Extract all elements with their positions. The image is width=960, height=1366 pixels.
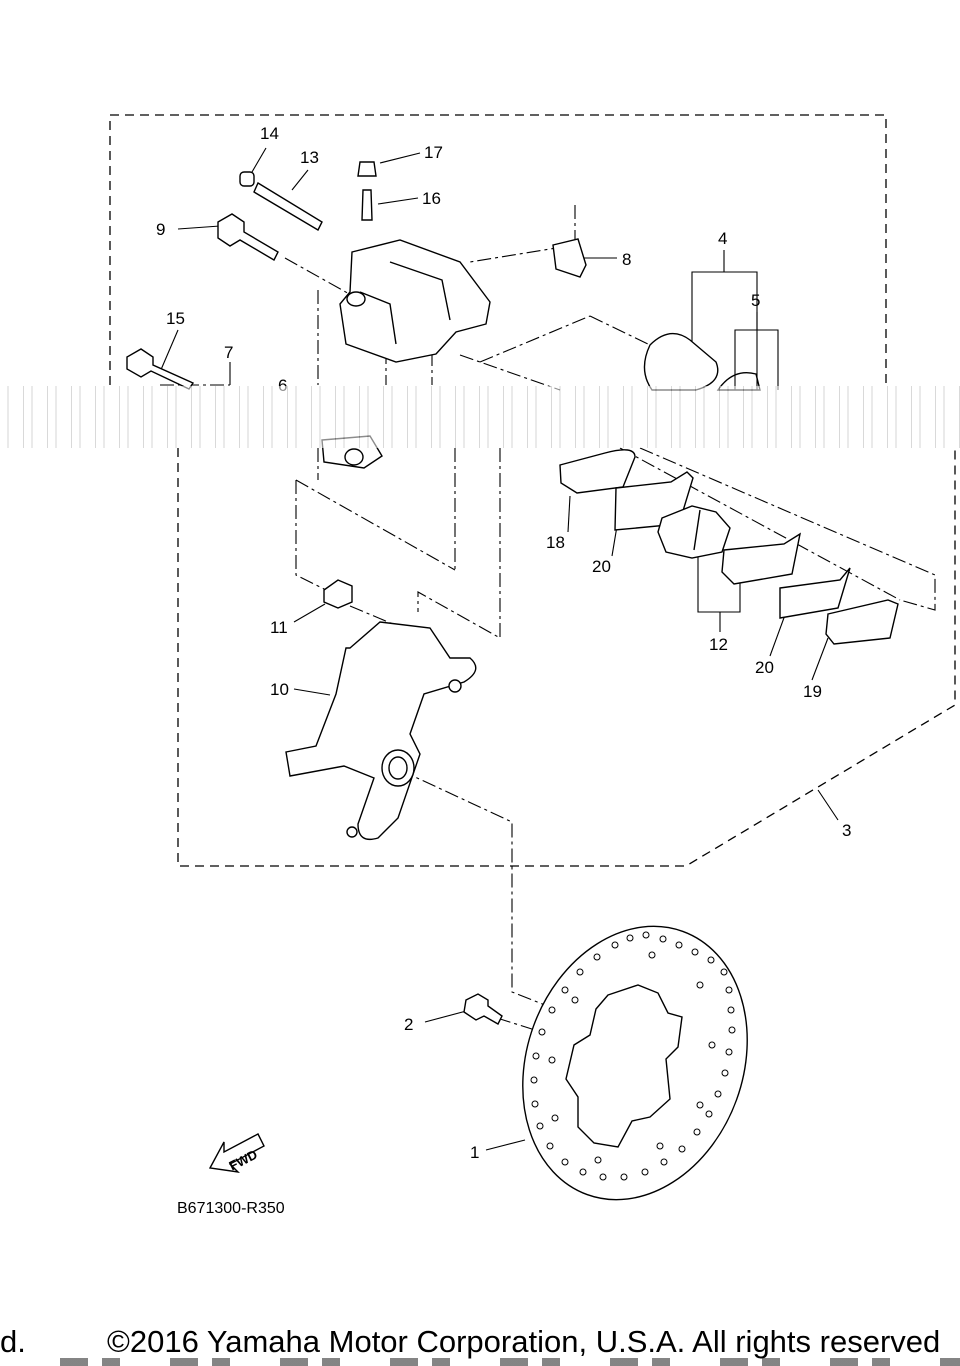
copyright-footer: d. ©2016 Yamaha Motor Corporation, U.S.A…: [0, 1318, 960, 1366]
scan-artifact-band: [0, 386, 960, 448]
callout-17: 17: [424, 143, 443, 162]
part-13-pin: [253, 181, 323, 231]
fwd-arrow-shape: [208, 1133, 265, 1173]
part-18-shim: [559, 449, 636, 494]
callout-20a: 20: [592, 557, 611, 576]
part-14-cap: [239, 171, 255, 187]
callout-19: 19: [803, 682, 822, 701]
footer-prefix: d.: [0, 1324, 26, 1359]
callout-6: 6: [278, 376, 287, 395]
part-17-cap: [357, 161, 377, 177]
callout-2: 2: [404, 1015, 413, 1034]
part-1-brake-disc: [522, 925, 748, 1201]
assembly-boundary: [109, 114, 956, 867]
callout-1: 1: [470, 1143, 479, 1162]
part-15-bolt: [126, 348, 195, 390]
callout-11: 11: [270, 618, 288, 637]
footer-copyright: ©2016 Yamaha Motor Corporation, U.S.A. A…: [107, 1324, 941, 1359]
callout-13: 13: [300, 148, 319, 167]
part-16-screw: [361, 189, 373, 221]
part-10-bracket: [285, 621, 477, 841]
part-11-boot: [323, 579, 353, 609]
part-2-bolt: [463, 993, 503, 1025]
part-8-clip: [552, 238, 587, 278]
diagram-code: B671300-R350: [177, 1200, 285, 1217]
part-9-bolt: [217, 213, 279, 261]
callout-16: 16: [422, 189, 441, 208]
callout-8: 8: [622, 250, 631, 269]
callout-4: 4: [718, 229, 727, 248]
cropped-text-row: [60, 1358, 960, 1366]
callout-10: 10: [270, 680, 289, 699]
part-12-pad: [657, 505, 731, 559]
callout-20b: 20: [755, 658, 774, 677]
callout-9: 9: [156, 220, 165, 239]
leader-lines: [159, 147, 936, 1151]
part-5-seal: [716, 372, 761, 391]
parts: [126, 161, 899, 1201]
callout-15: 15: [166, 309, 185, 328]
caliper-body: [339, 239, 491, 363]
callout-7: 7: [224, 343, 233, 362]
callout-14: 14: [260, 124, 279, 143]
callouts: 1 2 3 4 5 6 7 8 9 10 11 12 13 14 15 16 1…: [156, 124, 851, 1217]
part-4-piston: [643, 332, 719, 391]
part-20b-shim: [779, 567, 851, 619]
callout-12: 12: [709, 635, 728, 654]
callout-5: 5: [751, 291, 760, 310]
callout-3: 3: [842, 821, 851, 840]
part-19-shim: [825, 599, 899, 645]
callout-18: 18: [546, 533, 565, 552]
part-12-pad-b: [721, 532, 802, 585]
